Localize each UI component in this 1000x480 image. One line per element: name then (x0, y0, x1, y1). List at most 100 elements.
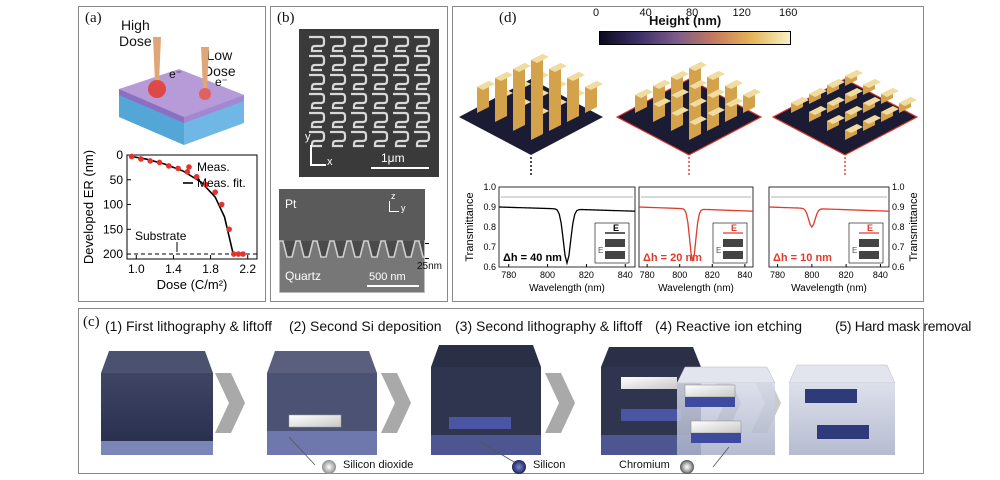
colorbar-tick-label: 120 (732, 7, 751, 19)
nanostructure (414, 130, 431, 148)
panel-a-label: (a) (85, 10, 102, 26)
meas-point (156, 159, 163, 166)
quartz-label: Quartz (285, 269, 322, 283)
y-tick-label: 1.0 (483, 182, 496, 192)
high-dose-label: High Dose (119, 17, 152, 49)
spectrum-line (638, 206, 754, 262)
y-tick-label: 1.0 (892, 182, 905, 192)
axis-arrow-y2 (389, 211, 399, 213)
y-tick-label: 0.9 (892, 202, 905, 212)
block-right (184, 95, 244, 145)
tip-high (153, 37, 161, 83)
scale-bar-bottom (367, 285, 419, 287)
arrow-1 (215, 373, 245, 433)
step-5-block (788, 364, 896, 455)
plot-frame (126, 154, 258, 260)
nanostructure (330, 73, 347, 91)
nanostructure (393, 130, 410, 148)
meas-point (128, 153, 135, 160)
legend-silicon-dioxide: Silicon dioxide (343, 459, 414, 471)
resist-left (119, 89, 184, 123)
meas-point (226, 226, 232, 233)
meas-point (193, 173, 200, 180)
meas-point (165, 163, 172, 169)
delta-h-annotation: Δh = 40 nm (503, 252, 562, 264)
nanostructure (351, 35, 368, 53)
scale-label-top: 1μm (381, 151, 405, 165)
nanostructure (393, 92, 410, 110)
x-axis-label: Wavelength (nm) (658, 283, 734, 294)
legend-meas-marker (186, 164, 192, 170)
nanostructure (414, 92, 431, 110)
x-tick-label: 2.2 (239, 262, 256, 276)
inset-bar-top (605, 239, 625, 247)
y-tick-label: 0.6 (892, 262, 905, 272)
colorbar-tick-label: 0 (593, 7, 600, 19)
process-flow (101, 345, 896, 474)
nanostructure (309, 92, 326, 110)
step-3-block (431, 345, 541, 466)
meas-point (240, 251, 246, 257)
step-5-label: (5) Hard mask removal (835, 318, 972, 334)
delta-h-annotation: Δh = 10 nm (773, 252, 832, 264)
y-tick-label: 0.7 (483, 242, 496, 252)
x-tick-label: 780 (770, 270, 785, 280)
meas-point (212, 189, 219, 195)
y-axis-label: Transmittance (908, 192, 920, 261)
scale-bar-top (371, 167, 429, 169)
field-label-vertical: E (852, 246, 857, 255)
x-tick-label: 820 (579, 270, 594, 280)
axis-arrow-y (310, 145, 312, 165)
silicon-sphere (512, 460, 526, 474)
nanostructure (330, 54, 347, 72)
nanostructure (372, 35, 389, 53)
cross-section-profile (279, 189, 425, 293)
y-tick-label: 0.9 (483, 202, 496, 212)
panel-c: (c) (1) First lithography & liftoff (2) … (78, 308, 971, 474)
spot-low (199, 88, 211, 100)
nanostructure (372, 54, 389, 72)
spot-high (148, 80, 166, 98)
step-1-block (101, 351, 213, 455)
nanostructure (414, 54, 431, 72)
nanostructure (351, 111, 368, 129)
nanostructure (372, 92, 389, 110)
nanostructure (372, 111, 389, 129)
depth-bracket (425, 243, 429, 259)
afm-surface (615, 62, 763, 156)
colorbar-tick-label: 40 (639, 7, 652, 19)
colorbar-tick-label: 160 (779, 7, 798, 19)
axis-z-label: z (391, 191, 396, 201)
electron-low: e⁻ (215, 75, 229, 89)
colorbar-title: Height (nm) (649, 13, 722, 28)
nanostructure (351, 92, 368, 110)
nanostructure (330, 111, 347, 129)
x-axis-label: Wavelength (nm) (529, 283, 605, 294)
x-tick-label: 800 (672, 270, 687, 280)
meas-point (218, 201, 225, 208)
chromium-sphere (680, 460, 694, 474)
meas-point (147, 158, 154, 164)
y-tick-label: 0.7 (892, 242, 905, 252)
dose-schematic (119, 37, 244, 145)
colorbar-tick-label: 80 (686, 7, 699, 19)
x-tick-label: 1.0 (128, 262, 145, 276)
y-tick-label: 50 (110, 173, 124, 187)
x-tick-label: 800 (804, 270, 819, 280)
block-left (119, 89, 184, 145)
nanostructure (309, 111, 326, 129)
inset-bar-bottom (859, 251, 879, 259)
colorbar (599, 31, 791, 45)
x-tick-label: 800 (540, 270, 555, 280)
nanostructure (393, 54, 410, 72)
axis-x-label: x (327, 156, 333, 168)
legend-meas-label: Meas. (197, 160, 230, 174)
y-tick-label: 0.6 (483, 262, 496, 272)
field-label-vertical: E (716, 246, 721, 255)
x-axis-label: Wavelength (nm) (791, 283, 867, 294)
inset-bar-top (723, 239, 743, 247)
panel-b-label: (b) (277, 10, 295, 26)
nanostructure (309, 54, 326, 72)
